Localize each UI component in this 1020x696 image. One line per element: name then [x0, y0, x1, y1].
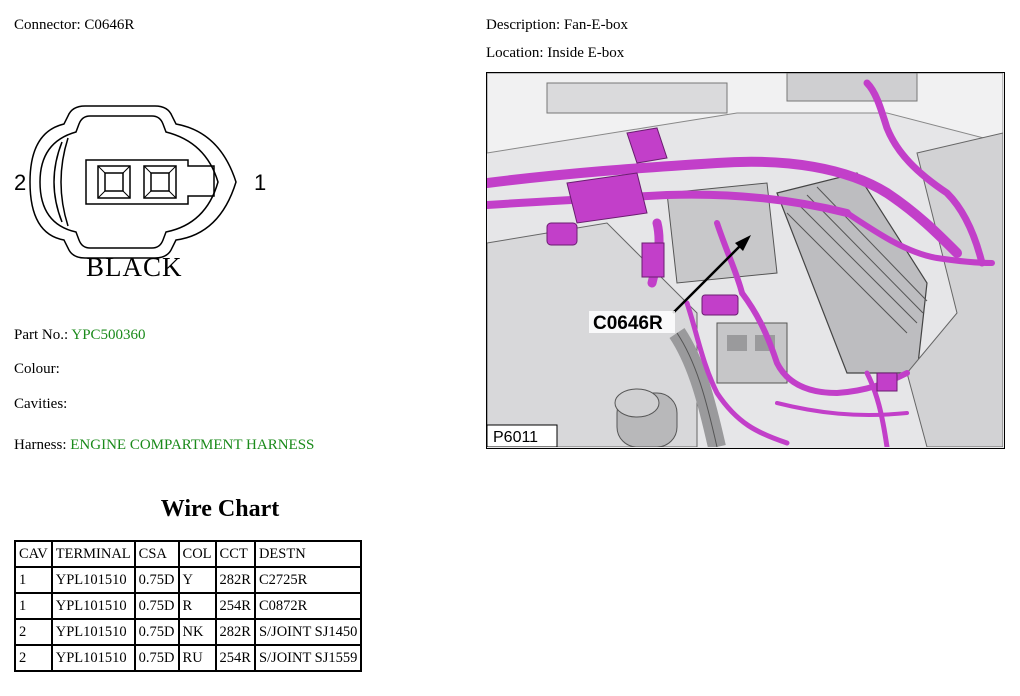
description-field: Description: Fan-E-box [486, 17, 628, 34]
table-header-row: CAV TERMINAL CSA COL CCT DESTN [14, 540, 363, 568]
photo-ref-label: P6011 [493, 429, 538, 446]
cell-terminal: YPL101510 [50, 566, 136, 594]
part-no-value: YPC500360 [71, 327, 146, 343]
photo-callout-label: C0646R [593, 313, 663, 334]
connector-color-label: BLACK [86, 252, 183, 282]
cell-terminal: YPL101510 [50, 592, 136, 620]
cavities-label: Cavities: [14, 396, 68, 412]
cell-cct: 254R [214, 644, 256, 672]
cell-destn: S/JOINT SJ1450 [253, 618, 363, 646]
connector-inner-shell [39, 115, 219, 249]
harness-label: Harness: [14, 437, 67, 453]
header-terminal: TERMINAL [50, 540, 136, 568]
photo-callout: C0646R [589, 311, 675, 334]
table-row: 1 YPL101510 0.75D Y 282R C2725R [14, 566, 363, 594]
table-row: 2 YPL101510 0.75D NK 282R S/JOINT SJ1450 [14, 618, 363, 646]
connector-left-rib [53, 141, 63, 223]
cell-cct: 282R [214, 566, 256, 594]
connector-label: Connector: [14, 17, 81, 33]
connector-face-diagram: 2 1 BLACK [14, 105, 266, 282]
connector-value: C0646R [84, 17, 135, 33]
cell-cav: 1 [14, 566, 53, 594]
harness-field: Harness: ENGINE COMPARTMENT HARNESS [14, 437, 314, 454]
cell-cav: 2 [14, 618, 53, 646]
pin-1-label: 1 [254, 170, 266, 195]
description-value: Fan-E-box [563, 17, 629, 33]
cell-col: RU [177, 644, 217, 672]
cell-col: Y [177, 566, 217, 594]
cavity-2-inner [104, 172, 124, 192]
table-row: 1 YPL101510 0.75D R 254R C0872R [14, 592, 363, 620]
cavity-2-outer [97, 165, 131, 199]
location-value: Inside E-box [547, 45, 625, 61]
cell-destn: C0872R [253, 592, 363, 620]
cavity-1-inner [150, 172, 170, 192]
location-field: Location: Inside E-box [486, 45, 624, 62]
location-label: Location: [486, 45, 544, 61]
cell-terminal: YPL101510 [50, 618, 136, 646]
cell-cct: 282R [214, 618, 256, 646]
wire-chart-table: CAV TERMINAL CSA COL CCT DESTN 1 YPL1015… [14, 540, 363, 672]
header-destn: DESTN [253, 540, 363, 568]
cell-csa: 0.75D [133, 566, 180, 594]
cell-terminal: YPL101510 [50, 644, 136, 672]
cell-col: R [177, 592, 217, 620]
cell-csa: 0.75D [133, 644, 180, 672]
cavity-1-outer [143, 165, 177, 199]
pin-2-label: 2 [14, 170, 26, 195]
cell-csa: 0.75D [133, 592, 180, 620]
table-row: 2 YPL101510 0.75D RU 254R S/JOINT SJ1559 [14, 644, 363, 672]
cell-cct: 254R [214, 592, 256, 620]
connector-left-rib-2 [60, 137, 69, 227]
cell-cav: 2 [14, 644, 53, 672]
connector-field: Connector: C0646R [14, 17, 134, 34]
part-no-label: Part No.: [14, 327, 69, 343]
header-cav: CAV [14, 540, 53, 568]
cell-col: NK [177, 618, 217, 646]
connector-outer-shell [29, 105, 237, 259]
description-label: Description: [486, 17, 561, 33]
location-photo: C0646R P6011 [486, 72, 1005, 449]
header-col: COL [177, 540, 217, 568]
cell-destn: S/JOINT SJ1559 [253, 644, 363, 672]
part-no-field: Part No.: YPC500360 [14, 327, 146, 344]
colour-field: Colour: [14, 361, 60, 378]
cavities-field: Cavities: [14, 396, 67, 413]
harness-value: ENGINE COMPARTMENT HARNESS [70, 437, 315, 453]
connector-body [85, 159, 215, 205]
cell-csa: 0.75D [133, 618, 180, 646]
colour-label: Colour: [14, 361, 60, 377]
header-csa: CSA [133, 540, 180, 568]
cell-cav: 1 [14, 592, 53, 620]
header-cct: CCT [214, 540, 256, 568]
cell-destn: C2725R [253, 566, 363, 594]
wire-chart-title: Wire Chart [160, 496, 280, 522]
